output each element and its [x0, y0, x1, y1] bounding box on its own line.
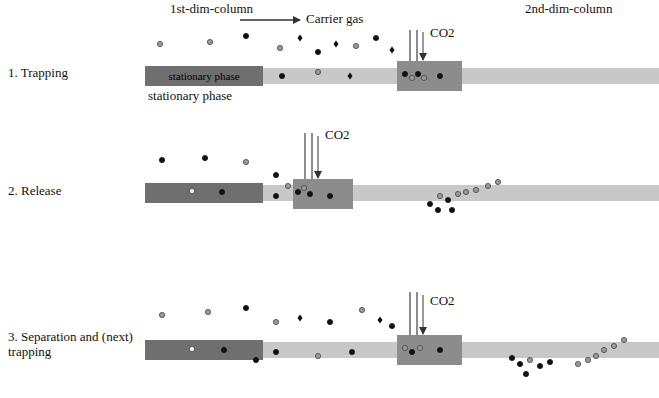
- analyte-dot: [537, 363, 542, 368]
- analyte-dot: [348, 73, 353, 80]
- analyte-dot: [509, 355, 514, 360]
- analyte-dot: [273, 172, 278, 177]
- analyte-dot: [285, 183, 290, 188]
- analyte-dot: [315, 69, 320, 74]
- analyte-dot: [307, 191, 312, 196]
- analyte-dot: [273, 193, 278, 198]
- step-label: 2. Release: [8, 184, 61, 199]
- analyte-dot: [517, 361, 522, 366]
- analyte-dot: [621, 337, 626, 342]
- analyte-dot: [327, 193, 332, 198]
- flow-label: Carrier gas: [306, 12, 363, 27]
- analyte-dot: [243, 305, 248, 310]
- analyte-dot: [415, 71, 420, 76]
- analyte-dot: [575, 361, 580, 366]
- analyte-dot: [437, 73, 442, 78]
- analyte-dot: [373, 35, 378, 40]
- analyte-dot: [437, 347, 442, 352]
- analyte-dot: [353, 43, 358, 48]
- gas-label: CO2: [430, 294, 455, 309]
- analyte-dot: [601, 347, 606, 352]
- gas-label: CO2: [325, 128, 350, 143]
- analyte-dot: [495, 179, 500, 184]
- analyte-dot: [611, 343, 616, 348]
- stationary-phase-band: stationary phase: [145, 66, 263, 86]
- gas-label: CO2: [430, 26, 455, 41]
- analyte-dot: [527, 357, 532, 362]
- analyte-dot: [243, 33, 248, 38]
- flow-arrow: [240, 19, 300, 21]
- column-row-3: [145, 292, 659, 365]
- analyte-dot: [445, 197, 450, 202]
- analyte-dot: [221, 347, 226, 352]
- analyte-dot: [202, 155, 207, 160]
- part-label: stationary phase: [148, 89, 232, 104]
- analyte-dot: [273, 349, 278, 354]
- analyte-dot: [409, 349, 414, 354]
- analyte-dot: [243, 159, 248, 164]
- analyte-dot: [523, 371, 528, 376]
- analyte-dot: [327, 319, 332, 324]
- analyte-dot: [295, 189, 300, 194]
- analyte-dot: [189, 346, 194, 351]
- analyte-dot: [207, 39, 212, 44]
- analyte-dot: [157, 41, 162, 46]
- analyte-dot: [435, 207, 440, 212]
- analyte-dot: [402, 345, 407, 350]
- analyte-dot: [378, 317, 383, 324]
- analyte-dot: [334, 41, 339, 48]
- analyte-dot: [593, 353, 598, 358]
- analyte-dot: [421, 75, 426, 80]
- analyte-dot: [427, 201, 432, 206]
- analyte-dot: [359, 307, 364, 312]
- step-label: 3. Separation and (next) trapping: [8, 330, 133, 360]
- analyte-dot: [417, 345, 422, 350]
- analyte-dot: [253, 357, 258, 362]
- analyte-dot: [159, 157, 164, 162]
- analyte-dot: [159, 312, 164, 317]
- analyte-dot: [205, 309, 210, 314]
- analyte-dot: [273, 319, 278, 324]
- analyte-dot: [585, 357, 590, 362]
- analyte-dot: [315, 353, 320, 358]
- analyte-dot: [409, 75, 414, 80]
- column-name: 1st-dim-column: [170, 2, 253, 17]
- analyte-dot: [219, 189, 224, 194]
- analyte-dot: [298, 35, 303, 42]
- analyte-dot: [189, 188, 194, 193]
- band-label: stationary phase: [168, 71, 239, 82]
- step-label: 1. Trapping: [8, 66, 68, 81]
- analyte-dot: [390, 47, 395, 54]
- analyte-dot: [455, 191, 460, 196]
- column-name: 2nd-dim-column: [525, 2, 612, 17]
- analyte-dot: [301, 185, 306, 190]
- analyte-dot: [277, 45, 282, 50]
- analyte-dot: [349, 349, 354, 354]
- analyte-dot: [279, 73, 284, 78]
- analyte-dot: [389, 323, 394, 328]
- analyte-dot: [463, 189, 468, 194]
- analyte-dot: [298, 315, 303, 322]
- analyte-dot: [485, 183, 490, 188]
- analyte-dot: [449, 207, 454, 212]
- analyte-dot: [547, 359, 552, 364]
- analyte-dot: [315, 49, 320, 54]
- analyte-dot: [473, 187, 478, 192]
- analyte-dot: [402, 71, 407, 76]
- analyte-dot: [437, 193, 442, 198]
- column-row-2: [145, 133, 659, 209]
- column-row-1: [145, 30, 659, 91]
